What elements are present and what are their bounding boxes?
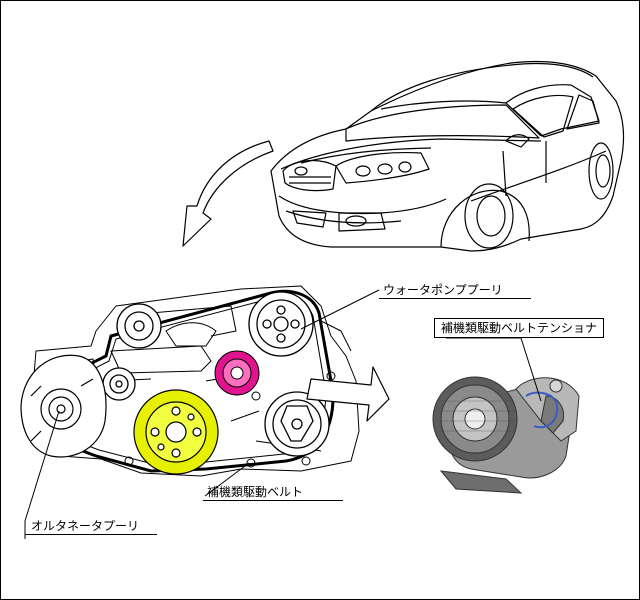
label-water-pump-pulley: ウォータポンププーリ (383, 283, 503, 297)
label-underline-water-pump (379, 298, 531, 299)
idler-pulley-highlighted (214, 350, 260, 396)
idler-pulley-upper (116, 303, 162, 349)
alternator (20, 354, 107, 458)
tensioner-illustration (432, 376, 580, 494)
leader-lines (24, 289, 542, 539)
pointer-arrow-tensioner (306, 366, 390, 422)
label-underline-alternator (25, 534, 157, 535)
pointer-arrow-car (182, 140, 274, 247)
label-drive-belt: 補機類駆動ベルト (207, 485, 304, 499)
idler-pulley-small (102, 367, 136, 401)
crank-pulley-highlighted (133, 389, 219, 475)
car-illustration (270, 60, 625, 252)
label-alternator-pulley: オルタネータプーリ (31, 519, 140, 533)
compressor-pulley (264, 391, 330, 457)
label-tensioner: 補機類駆動ベルトテンショナ (434, 318, 605, 338)
water-pump-pulley (248, 291, 314, 357)
label-underline-drive-belt (203, 500, 343, 501)
